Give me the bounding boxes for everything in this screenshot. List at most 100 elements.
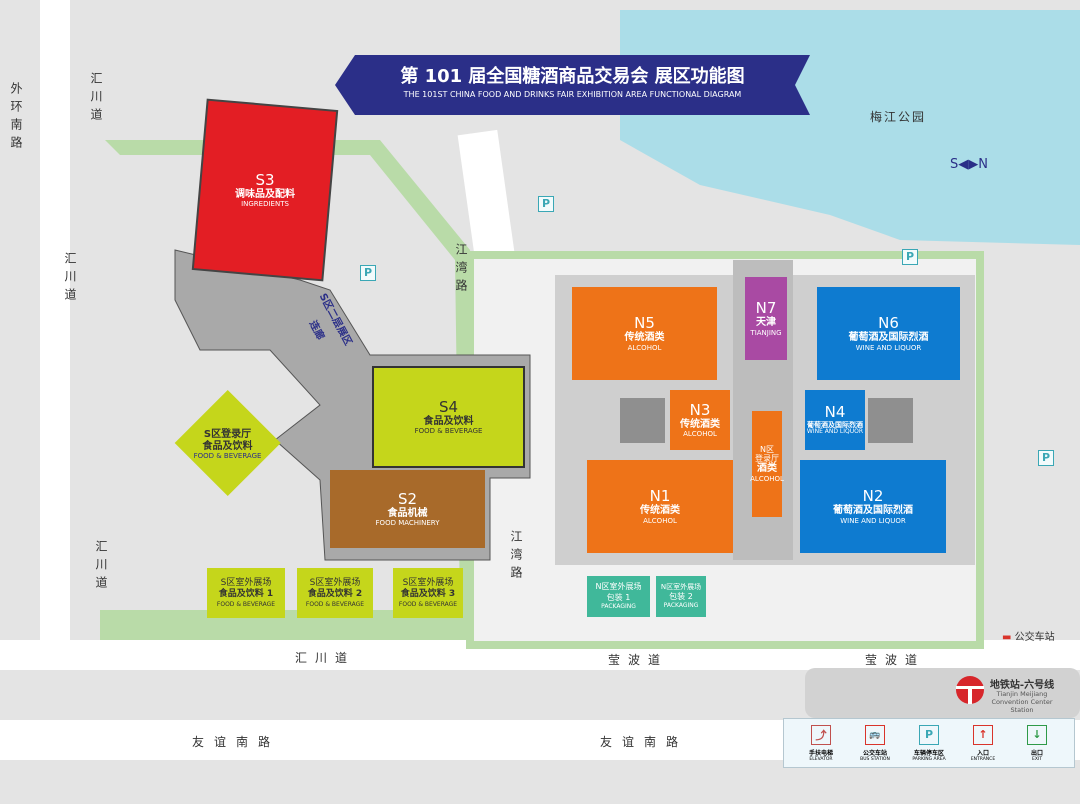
hall-en: ALCOHOL [750, 474, 784, 483]
hall-zh: 食品机械 [387, 507, 428, 519]
hall-code: N4 [824, 402, 846, 421]
road-huichuan: 汇川道 [295, 651, 356, 665]
lake [620, 10, 1080, 245]
hall-en: TIANJING [750, 328, 782, 337]
elevator-icon: ⤴ [811, 724, 831, 745]
road-huichuan: 汇川道 [94, 540, 108, 594]
title-banner: 第 101 届全国糖酒商品交易会 展区功能图 THE 101ST CHINA F… [335, 62, 810, 99]
park-label: 梅江公园 [870, 110, 927, 124]
outdoor-sub: 食品及饮料 2 [307, 589, 363, 600]
legend-zh: 手扶电梯 [808, 749, 833, 757]
road-youyi: 友谊南路 [192, 735, 281, 749]
parking-icon: P [1038, 450, 1054, 466]
road-huichuan: 汇川道 [63, 252, 77, 306]
road-huichuan: 汇川道 [89, 72, 103, 126]
road-yingbo: 莹波道 [608, 653, 669, 667]
bus-icon: ▬ [1002, 632, 1012, 643]
legend-zh: 公交车站 [862, 749, 887, 757]
hall-code: S3 [255, 170, 275, 189]
hall-en: WINE AND LIQUOR [855, 343, 922, 352]
outdoor-en: PACKAGING [601, 602, 636, 610]
bus-icon: 🚌 [865, 724, 885, 745]
road-jiangwan: 江湾路 [509, 530, 523, 584]
road-youyi: 友谊南路 [600, 735, 689, 749]
road-yingbo: 莹波道 [865, 653, 926, 667]
hall-code: N2 [862, 487, 884, 506]
hall-en: FOOD & BEVERAGE [414, 427, 483, 436]
hall-s-login[interactable]: S区登录厅 食品及饮料 FOOD & BEVERAGE [180, 420, 275, 470]
hall-zh: N区 [760, 445, 774, 455]
title-en: THE 101ST CHINA FOOD AND DRINKS FAIR EXH… [403, 90, 742, 99]
outdoor-en: FOOD & BEVERAGE [305, 600, 365, 608]
outdoor-sub: 食品及饮料 3 [400, 589, 456, 600]
hall-code: N3 [689, 400, 711, 419]
exit-icon: ↓ [1027, 724, 1047, 745]
hall-n6[interactable]: N6 葡萄酒及国际烈酒 WINE AND LIQUOR [817, 287, 960, 380]
outdoor-zh: S区室外展场 [220, 578, 272, 588]
parking-icon: P [902, 249, 918, 265]
hall-en: WINE AND LIQUOR [840, 516, 906, 525]
legend-en: BUS STATION [860, 756, 890, 762]
metro-station: 地铁站-六号线 Tianjin Meijiang Convention Cent… [987, 676, 1057, 714]
hall-zh: 天津 [756, 317, 776, 329]
hall-zh: 食品及饮料 [202, 440, 253, 452]
hall-zh: 葡萄酒及国际烈酒 [848, 332, 929, 344]
road-jiangwan: 江湾路 [454, 243, 468, 297]
hall-n3[interactable]: N3 传统酒类 ALCOHOL [670, 390, 730, 450]
hall-zh: 登录厅 [755, 454, 779, 464]
hall-n1[interactable]: N1 传统酒类 ALCOHOL [587, 460, 733, 553]
hall-code: N5 [634, 314, 655, 333]
legend-zh: 入口 [976, 749, 989, 757]
hall-n4[interactable]: N4 葡萄酒及国际烈酒 WINE AND LIQUOR [805, 390, 865, 450]
hall-zh: 调味品及配料 [235, 188, 295, 200]
hall-n-login[interactable]: N区 登录厅 酒类 ALCOHOL [750, 411, 784, 517]
hall-code: N6 [878, 314, 899, 333]
hall-n5[interactable]: N5 传统酒类 ALCOHOL [572, 287, 717, 380]
hall-en: FOOD & BEVERAGE [193, 452, 262, 461]
title-zh: 第 101 届全国糖酒商品交易会 展区功能图 [400, 66, 745, 87]
outdoor-sub: 包装 1 [606, 592, 631, 602]
parking-icon: P [360, 265, 376, 281]
outdoor-en: FOOD & BEVERAGE [398, 600, 458, 608]
hall-s3[interactable]: S3 调味品及配料 INGREDIENTS [205, 160, 325, 220]
metro-zh: 地铁站-六号线 [989, 680, 1055, 691]
legend-zh: 车辆停车区 [913, 749, 944, 757]
outdoor-en: PACKAGING [663, 602, 699, 610]
outdoor-sub: 包装 2 [669, 591, 693, 601]
hall-code: S4 [438, 397, 459, 416]
hall-s4[interactable]: S4 食品及饮料 FOOD & BEVERAGE [372, 366, 525, 468]
parking-icon: P [538, 196, 554, 212]
entrance-icon: ↑ [973, 724, 993, 745]
outdoor-zh: N区室外展场 [660, 582, 702, 591]
bus-station-label: ▬ 公交车站 [1002, 628, 1055, 643]
hall-code: S2 [397, 489, 418, 508]
parking-icon: P [919, 724, 939, 745]
legend-zh: 出口 [1030, 749, 1043, 757]
legend-en: ENTRANCE [970, 756, 996, 762]
bus-text: 公交车站 [1014, 632, 1055, 643]
hall-en: ALCOHOL [627, 343, 662, 352]
hall-n7[interactable]: N7 天津 TIANJING [745, 277, 787, 360]
hall-n2[interactable]: N2 葡萄酒及国际烈酒 WINE AND LIQUOR [800, 460, 946, 553]
hall-code: N1 [649, 487, 671, 506]
hall-zh: 传统酒类 [640, 505, 680, 517]
road-waihuan: 外环南路 [9, 82, 23, 154]
hall-en: ALCOHOL [683, 430, 717, 439]
hall-s2[interactable]: S2 食品机械 FOOD MACHINERY [330, 470, 485, 548]
hall-zh: 酒类 [757, 463, 777, 475]
legend-en: EXIT [1031, 756, 1042, 762]
hall-en: FOOD MACHINERY [375, 519, 440, 528]
hall-zh: 食品及饮料 [423, 415, 474, 427]
